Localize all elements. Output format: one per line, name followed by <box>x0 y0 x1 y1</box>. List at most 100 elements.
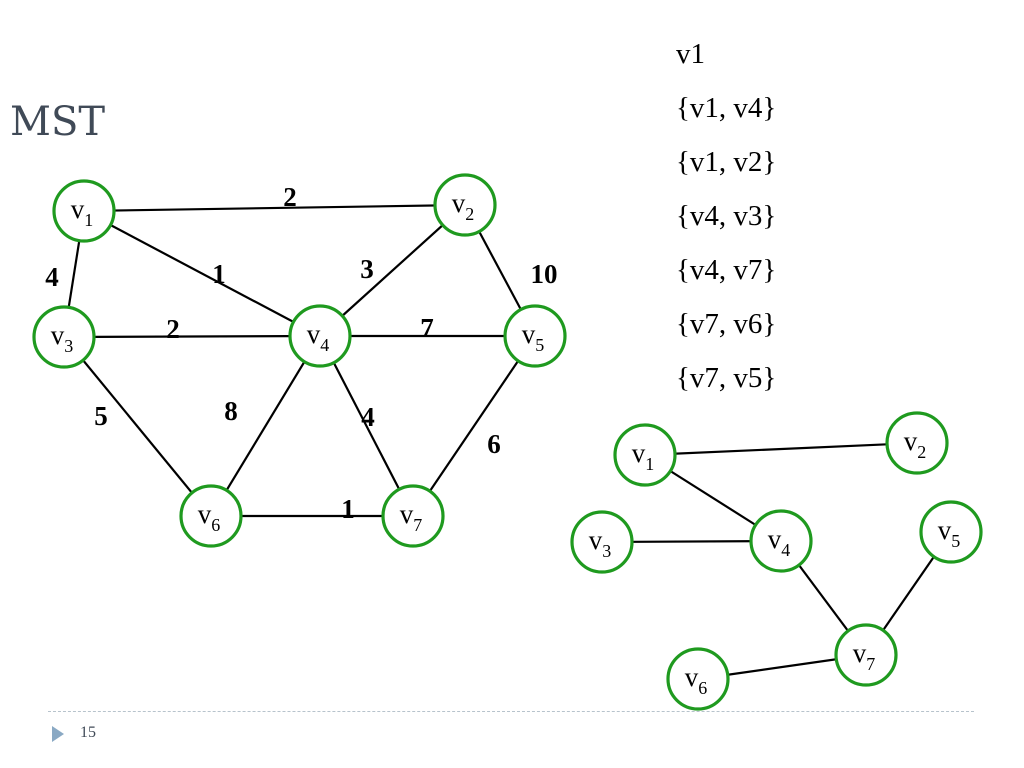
edge-weight-label: 4 <box>45 262 59 292</box>
node-label: v5 <box>938 515 961 551</box>
node-v2: v2 <box>885 411 949 475</box>
mst-edge-order-item: v1 <box>676 38 705 70</box>
edge-v1-v4 <box>83 210 321 337</box>
edge-v5-v7 <box>412 335 536 517</box>
node-label: v1 <box>632 438 655 474</box>
node-label-base: v <box>685 662 699 692</box>
node-v1: v1 <box>52 179 116 243</box>
node-circle <box>834 623 898 687</box>
edge-v4-v7 <box>319 335 414 517</box>
edge-weight-label: 1 <box>212 259 226 289</box>
node-v4: v4 <box>749 509 813 573</box>
node-label-subscript: 5 <box>535 335 544 355</box>
node-v3: v3 <box>32 305 96 369</box>
node-label: v3 <box>51 320 74 356</box>
mst-edge-order-list: v1{v1, v4}{v1, v2}{v4, v3}{v4, v7}{v7, v… <box>676 36 776 414</box>
node-label-base: v <box>51 320 65 350</box>
node-circle <box>433 173 497 237</box>
edge-weight-label: 10 <box>531 259 558 289</box>
node-label-subscript: 1 <box>84 210 93 230</box>
node-circle <box>666 647 730 711</box>
node-circle <box>179 484 243 548</box>
node-label-base: v <box>71 194 85 224</box>
edge-v4-v6 <box>210 335 321 517</box>
node-label: v2 <box>452 188 475 224</box>
mst-edge-order-item: {v7, v5} <box>676 362 777 394</box>
node-label-base: v <box>938 515 952 545</box>
node-label-base: v <box>853 638 867 668</box>
node-circle <box>381 484 445 548</box>
node-label: v7 <box>853 638 876 674</box>
node-v7: v7 <box>381 484 445 548</box>
edge-weight-label: 1 <box>341 494 355 524</box>
mst-edge-order-item: {v4, v7} <box>676 254 777 286</box>
node-label: v6 <box>198 499 221 535</box>
node-label-base: v <box>589 525 603 555</box>
node-v6: v6 <box>666 647 730 711</box>
mst-edge-order-item: {v7, v6} <box>676 308 777 340</box>
mst-edge-order-item: {v4, v3} <box>676 200 777 232</box>
node-v2: v2 <box>433 173 497 237</box>
node-v7: v7 <box>834 623 898 687</box>
node-circle <box>570 510 634 574</box>
edge-weight-label: 2 <box>166 314 180 344</box>
edge-weight-label: 2 <box>283 182 297 212</box>
edge-weight-label: 5 <box>94 401 108 431</box>
node-circle <box>885 411 949 475</box>
node-v3: v3 <box>570 510 634 574</box>
node-label-subscript: 6 <box>698 678 707 698</box>
slide-title: MST <box>10 99 106 145</box>
node-circle <box>288 304 352 368</box>
edge-v1-v2 <box>644 441 918 457</box>
edge-weight-label: 6 <box>487 429 501 459</box>
node-label-subscript: 2 <box>465 204 474 224</box>
footer-divider <box>48 711 974 712</box>
footer-arrow-icon <box>52 726 64 742</box>
node-label: v6 <box>685 662 708 698</box>
node-v5: v5 <box>919 500 983 564</box>
node-label-subscript: 3 <box>602 541 611 561</box>
node-label: v4 <box>768 524 791 560</box>
node-label-subscript: 2 <box>917 442 926 462</box>
node-label-subscript: 4 <box>320 335 329 355</box>
node-label-subscript: 1 <box>645 454 654 474</box>
node-label-subscript: 4 <box>781 540 790 560</box>
node-v5: v5 <box>503 304 567 368</box>
node-label-subscript: 7 <box>866 654 875 674</box>
node-label-subscript: 5 <box>951 531 960 551</box>
node-label: v2 <box>904 426 927 462</box>
node-circle <box>503 304 567 368</box>
node-label-base: v <box>632 438 646 468</box>
node-label-base: v <box>400 499 414 529</box>
edge-v2-v4 <box>319 204 466 337</box>
node-v1: v1 <box>613 423 677 487</box>
node-label-base: v <box>307 319 321 349</box>
edge-v3-v6 <box>63 336 212 517</box>
node-circle <box>749 509 813 573</box>
node-label-subscript: 7 <box>413 515 422 535</box>
node-label: v4 <box>307 319 330 355</box>
node-circle <box>32 305 96 369</box>
edge-weight-label: 3 <box>360 254 374 284</box>
node-label-subscript: 6 <box>211 515 220 535</box>
edge-v1-v2 <box>83 203 466 213</box>
mst-edge-order-item: {v1, v4} <box>676 92 777 124</box>
node-label-base: v <box>452 188 466 218</box>
node-label: v7 <box>400 499 423 535</box>
node-v6: v6 <box>179 484 243 548</box>
node-label: v5 <box>522 319 545 355</box>
edge-v3-v4 <box>63 334 321 339</box>
edge-weight-label: 7 <box>420 313 434 343</box>
node-v4: v4 <box>288 304 352 368</box>
node-label-base: v <box>904 426 918 456</box>
node-label: v1 <box>71 194 94 230</box>
edge-weight-label: 8 <box>224 396 238 426</box>
node-circle <box>613 423 677 487</box>
node-label-base: v <box>198 499 212 529</box>
node-label-subscript: 3 <box>64 336 73 356</box>
node-label-base: v <box>522 319 536 349</box>
node-circle <box>52 179 116 243</box>
node-label: v3 <box>589 525 612 561</box>
